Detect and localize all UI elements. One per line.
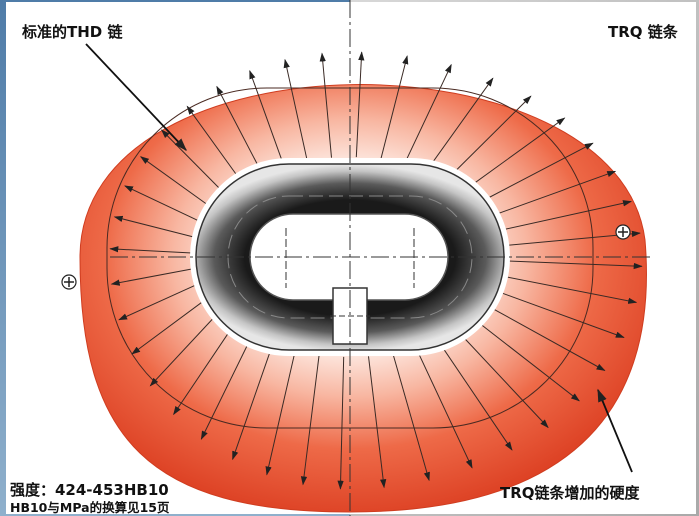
hardness-arrow: [507, 260, 643, 270]
hardness-arrow: [118, 283, 199, 321]
hardness-arrow: [149, 312, 219, 387]
hardness-arrow: [173, 324, 235, 416]
leader-trq-hardness: [597, 388, 633, 473]
hardness-arrow: [465, 117, 566, 190]
radial-arrows: [109, 51, 643, 490]
hardness-arrow: [124, 185, 203, 223]
plus-circle-icon: [61, 274, 77, 290]
hardness-arrow: [109, 246, 193, 254]
hardness-arrow: [249, 69, 285, 167]
hardness-arrow: [216, 85, 263, 175]
hardness-arrow: [300, 355, 320, 486]
center-lines: [110, 0, 650, 516]
hardness-arrow: [493, 170, 617, 216]
hardness-arrow: [487, 305, 606, 371]
hardness-arrow: [404, 63, 452, 164]
hardness-arrow: [501, 200, 632, 231]
hardness-arrow: [113, 215, 196, 238]
label-strength: 强度：424-453HB10: [10, 481, 169, 499]
label-conversion-note: HB10与MPa的换算见15页: [10, 500, 170, 515]
label-trq-hardness: TRQ链条增加的硬度: [500, 484, 640, 502]
hardness-arrow: [481, 142, 594, 202]
hardness-arrow: [456, 330, 549, 429]
leader-standard-thd: [85, 43, 187, 151]
hardness-arrow: [426, 77, 494, 171]
hardness-arrow: [355, 51, 365, 158]
hardness-arrow: [447, 95, 532, 179]
hardness-arrow: [380, 55, 409, 160]
hardness-arrow: [437, 339, 513, 451]
label-standard-thd-chain: 标准的THD 链: [22, 23, 123, 41]
hardness-arrow: [337, 356, 345, 490]
hardness-arrow: [200, 335, 253, 440]
hardness-arrow: [504, 276, 638, 304]
hardness-arrow: [498, 291, 625, 338]
hardness-arrow: [186, 105, 244, 184]
hardness-arrow: [319, 52, 332, 158]
hardness-arrow: [368, 356, 387, 489]
hardness-arrow: [415, 347, 473, 469]
hardness-arrow: [232, 344, 274, 461]
label-trq-chain: TRQ 链条: [608, 23, 678, 41]
hardness-arrow: [392, 353, 430, 482]
hardness-arrow: [265, 350, 296, 476]
hardness-arrow: [139, 156, 213, 209]
hardness-arrow: [473, 318, 580, 402]
hardness-arrow: [283, 58, 308, 161]
hardness-arrow: [110, 268, 194, 286]
hardness-arrow: [160, 129, 227, 196]
hardness-arrow: [131, 298, 207, 355]
plus-circle-icon: [615, 224, 631, 240]
